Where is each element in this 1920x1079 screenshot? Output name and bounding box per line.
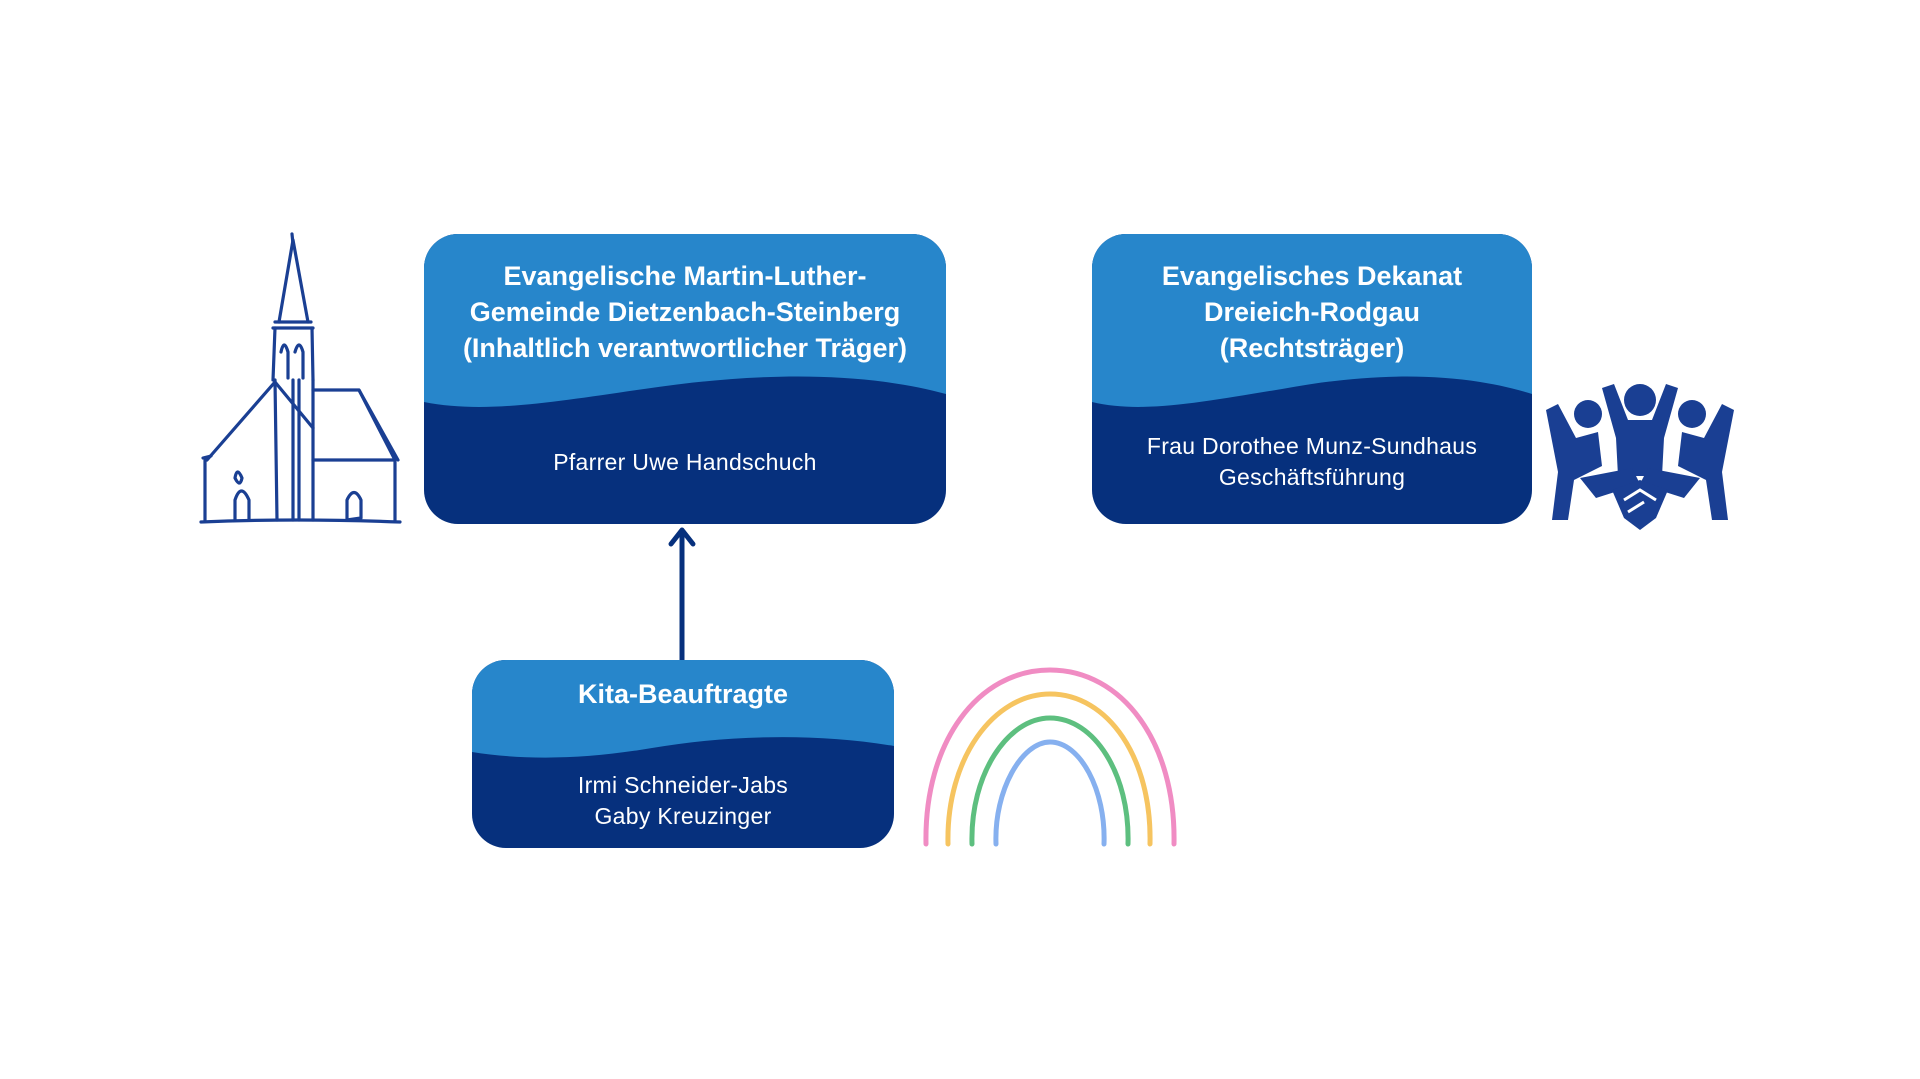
team-handshake-icon xyxy=(1546,384,1734,530)
node-title: Evangelische Martin-Luther- Gemeinde Die… xyxy=(424,258,946,366)
node-kita: Kita-Beauftragte Irmi Schneider-Jabs Gab… xyxy=(472,660,894,848)
node-title: Kita-Beauftragte xyxy=(472,676,894,712)
connector-arrow xyxy=(668,527,696,662)
node-title-line: Kita-Beauftragte xyxy=(577,679,789,709)
node-title-line: Dreieich-Rodgau xyxy=(1203,297,1421,327)
node-body-line: Irmi Schneider-Jabs xyxy=(577,772,789,798)
node-title-line: Evangelisches Dekanat xyxy=(1161,261,1463,291)
node-title-line: (Rechtsträger) xyxy=(1219,333,1405,363)
node-body-line: Frau Dorothee Munz-Sundhaus xyxy=(1146,433,1478,459)
node-title-line: Evangelische Martin-Luther- xyxy=(503,261,867,291)
node-title-line: Gemeinde Dietzenbach-Steinberg xyxy=(469,297,901,327)
node-body: Frau Dorothee Munz-Sundhaus Geschäftsfüh… xyxy=(1092,431,1532,493)
church-icon xyxy=(199,232,402,524)
node-title-line: (Inhaltlich verantwortlicher Träger) xyxy=(462,333,908,363)
node-body-line: Pfarrer Uwe Handschuch xyxy=(553,449,817,475)
node-title: Evangelisches Dekanat Dreieich-Rodgau (R… xyxy=(1092,258,1532,366)
node-dekanat: Evangelisches Dekanat Dreieich-Rodgau (R… xyxy=(1092,234,1532,524)
card-wave-background xyxy=(472,660,894,758)
node-body: Pfarrer Uwe Handschuch xyxy=(424,447,946,478)
node-body: Irmi Schneider-Jabs Gaby Kreuzinger xyxy=(472,770,894,832)
node-body-line: Geschäftsführung xyxy=(1218,464,1406,490)
node-body-line: Gaby Kreuzinger xyxy=(594,803,772,829)
rainbow-icon xyxy=(923,667,1177,847)
node-gemeinde: Evangelische Martin-Luther- Gemeinde Die… xyxy=(424,234,946,524)
card-wave-background xyxy=(1092,234,1532,407)
card-wave-background xyxy=(424,234,946,407)
